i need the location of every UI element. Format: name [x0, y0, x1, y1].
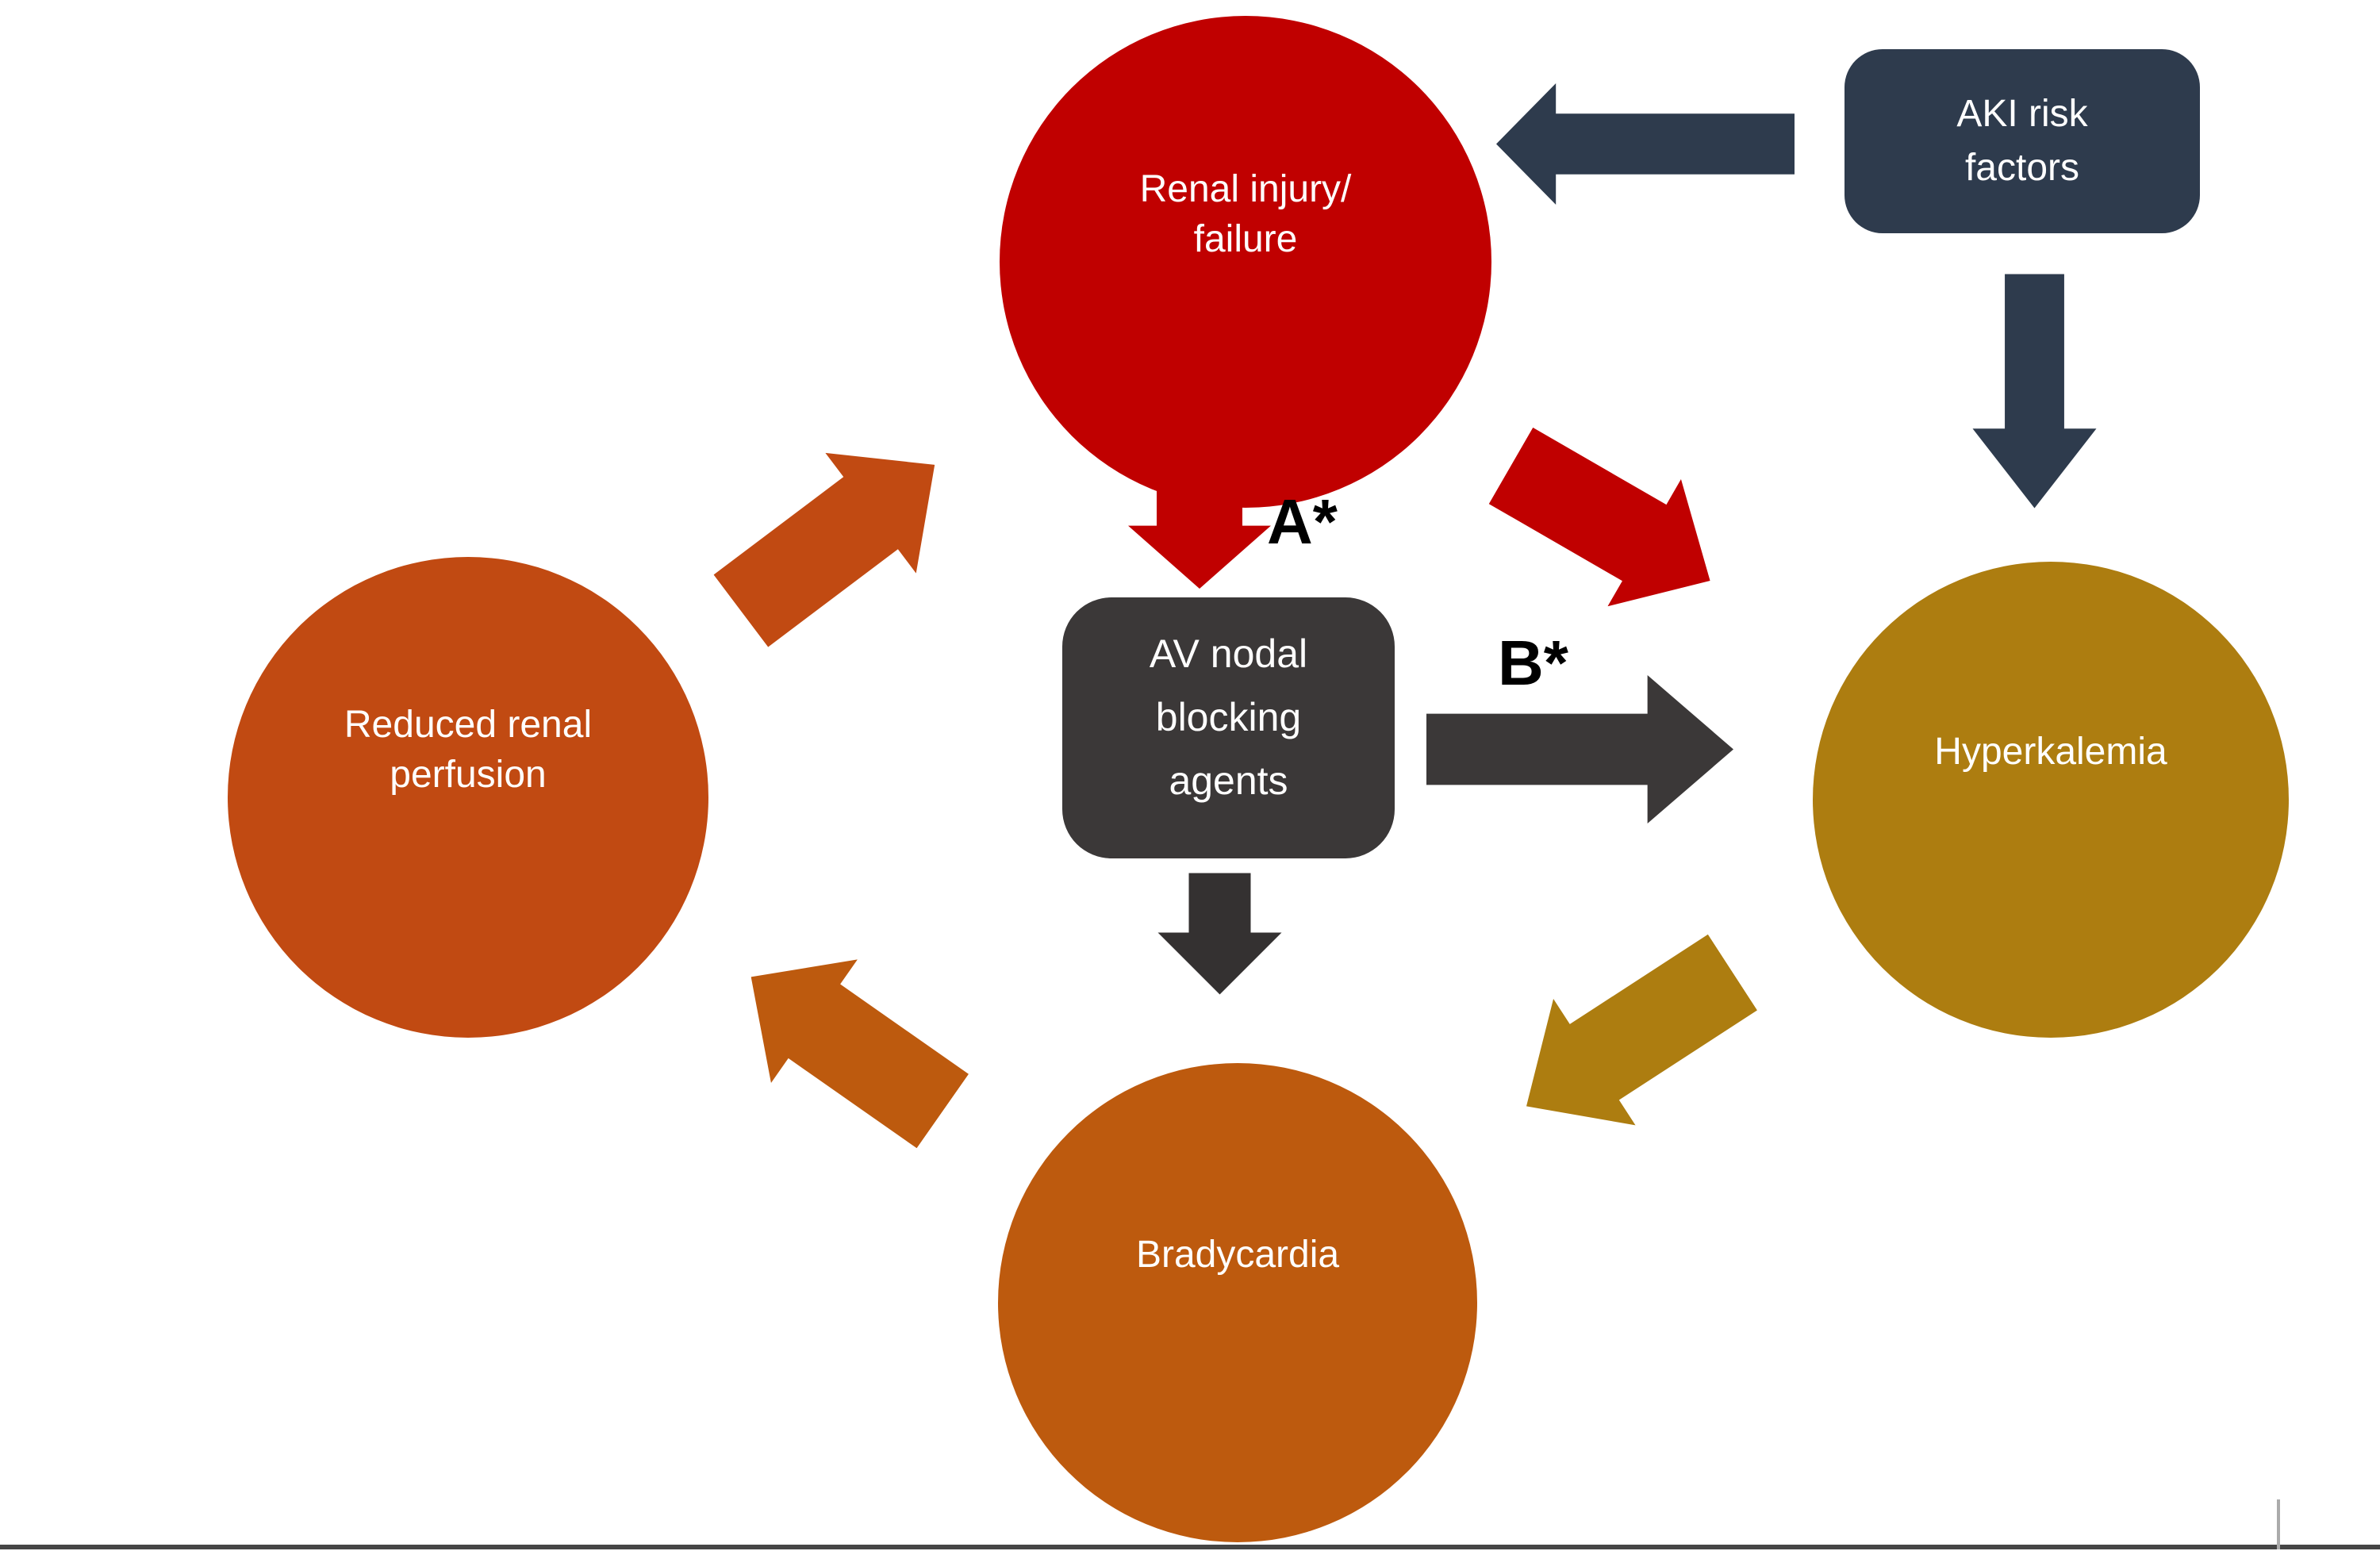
node-hyperkalemia-label: Hyperkalemia — [1934, 731, 2167, 774]
slide-bottom-border — [0, 1545, 2380, 1549]
slide-corner-marker-line — [2277, 1499, 2280, 1549]
node-hyperkalemia: Hyperkalemia — [1813, 562, 2289, 1038]
arrow-aki-to-hyperkalemia — [1973, 274, 2097, 509]
arrow-renal-injury-to-hyperkalemia — [1474, 402, 1747, 644]
arrow-av-nodal-to-bradycardia — [1158, 873, 1282, 995]
node-bradycardia-label: Bradycardia — [1135, 1234, 1340, 1277]
annotation-b-star: B* — [1498, 628, 1568, 698]
arrow-aki-to-renal-injury — [1496, 83, 1795, 205]
node-renal-injury-label: Renal injury/ failure — [1139, 167, 1352, 260]
node-av-nodal-blocking-agents-label: AV nodal blocking agents — [1149, 631, 1308, 803]
node-reduced-renal-perfusion: Reduced renal perfusion — [228, 557, 708, 1038]
arrow-hyperkalemia-to-bradycardia — [1485, 909, 1773, 1169]
arrow-reduced-perfusion-to-renal-injury — [696, 405, 981, 671]
arrow-av-nodal-to-hyperkalemia — [1426, 675, 1733, 823]
node-aki-risk-factors: AKI risk factors — [1844, 49, 2200, 233]
node-reduced-renal-perfusion-label: Reduced renal perfusion — [344, 703, 593, 796]
arrow-bradycardia-to-reduced-perfusion — [708, 916, 986, 1173]
node-bradycardia: Bradycardia — [998, 1063, 1477, 1542]
node-aki-risk-factors-label: AKI risk factors — [1956, 92, 2088, 189]
node-av-nodal-blocking-agents: AV nodal blocking agents — [1062, 597, 1395, 858]
annotation-a-star: A* — [1267, 486, 1338, 557]
node-renal-injury: Renal injury/ failure — [1000, 16, 1491, 508]
